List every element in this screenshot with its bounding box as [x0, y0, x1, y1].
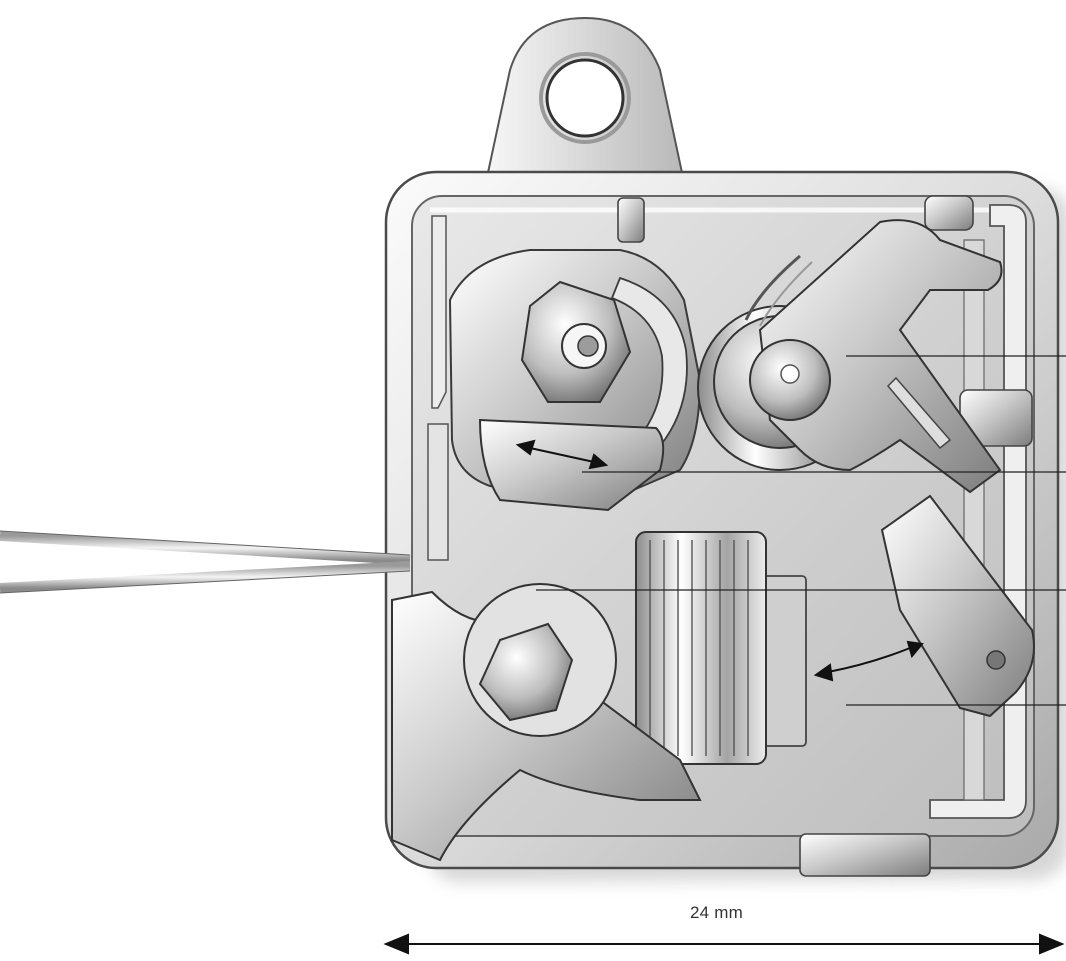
top-block-left: [617, 197, 645, 243]
lead-wires: [0, 530, 411, 594]
dimension-arrow: [383, 933, 1065, 955]
leader-lines: [536, 355, 1066, 706]
lower-hex-nut: [478, 622, 574, 722]
top-block-right: [924, 195, 974, 231]
guide-rail-right: [929, 204, 1027, 819]
mounting-hole: [545, 58, 625, 138]
motion-arrow-lower: [813, 640, 924, 682]
bottom-block: [799, 833, 931, 877]
inner-wall-left: [431, 215, 447, 409]
dimension-label: 24 mm: [690, 903, 743, 922]
motion-arrow-upper: [515, 439, 609, 470]
contact-rivet: [986, 650, 1006, 670]
coil-turns: [649, 540, 749, 756]
coil-yoke: [761, 575, 807, 747]
coil-winding: [635, 531, 767, 765]
